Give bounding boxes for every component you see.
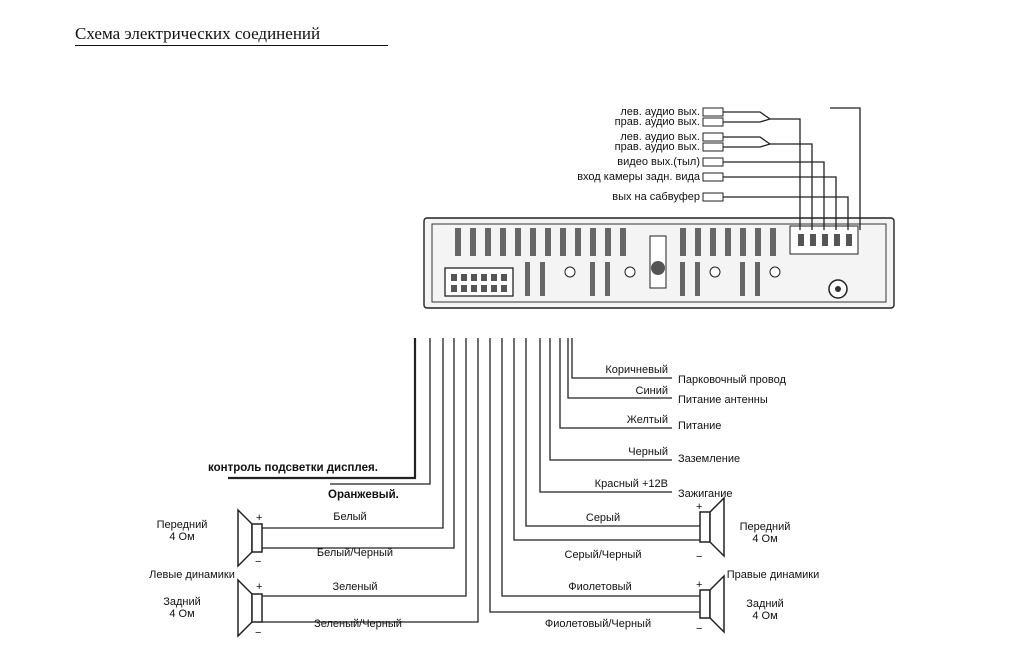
harness-wires bbox=[228, 338, 700, 623]
wire-label: Серый/Черный bbox=[565, 549, 642, 561]
rca-label: лев. аудио вых. bbox=[620, 131, 700, 143]
right-front-speaker-icon bbox=[699, 496, 725, 558]
screw-icon bbox=[624, 266, 636, 278]
left-rear-impedance: 4 Ом bbox=[169, 608, 194, 620]
right-rear-impedance: 4 Ом bbox=[752, 610, 777, 622]
rca-plug-icon bbox=[702, 172, 724, 182]
right-speakers: + − Передний 4 Ом Серый Серый/Черный Пра… bbox=[545, 496, 820, 635]
backlight-label: контроль подсветки дисплея. bbox=[208, 462, 378, 474]
rca-label: вход камеры задн. вида bbox=[577, 171, 701, 183]
rca-label: лев. аудио вых. bbox=[620, 106, 700, 118]
wire-label: Белый bbox=[333, 511, 366, 523]
power-wires: Коричневый Парковочный провод Синий Пита… bbox=[595, 364, 787, 500]
left-speakers: + − Передний 4 Ом Белый Белый/Черный Лев… bbox=[149, 508, 402, 639]
heat-sink bbox=[455, 228, 776, 296]
left-front-impedance: 4 Ом bbox=[169, 531, 194, 543]
wire-function-label: Парковочный провод bbox=[678, 374, 786, 386]
wire-label: Зеленый bbox=[332, 581, 377, 593]
rca-label: прав. аудио вых. bbox=[615, 141, 700, 153]
wire-label: Зеленый/Черный bbox=[314, 618, 402, 630]
rca-plug-icon bbox=[702, 117, 724, 127]
right-rear-speaker-icon bbox=[699, 574, 725, 634]
rca-plug-icon bbox=[702, 157, 724, 167]
rca-plug-icon bbox=[702, 192, 724, 202]
rca-plug-icon bbox=[702, 107, 724, 117]
wire-color-label: Синий bbox=[636, 385, 668, 397]
polarity-plus: + bbox=[696, 501, 702, 513]
right-speakers-group-label: Правые динамики bbox=[727, 569, 820, 581]
screw-icon bbox=[709, 266, 721, 278]
polarity-minus: − bbox=[255, 627, 261, 639]
screw-icon bbox=[769, 266, 781, 278]
wire-function-label: Питание bbox=[678, 420, 721, 432]
wire-color-label: Желтый bbox=[627, 414, 668, 426]
wire-function-label: Питание антенны bbox=[678, 394, 768, 406]
polarity-plus: + bbox=[256, 512, 262, 524]
wire-label: Фиолетовый bbox=[568, 581, 631, 593]
left-front-name: Передний bbox=[157, 519, 208, 531]
rca-label: видео вых.(тыл) bbox=[617, 156, 700, 168]
polarity-minus: − bbox=[255, 556, 261, 568]
left-rear-speaker-icon bbox=[237, 578, 263, 638]
backlight-wire-label: Оранжевый. bbox=[328, 489, 399, 501]
polarity-minus: − bbox=[696, 551, 702, 563]
wire-color-label: Красный +12В bbox=[595, 478, 668, 490]
left-rear-name: Задний bbox=[163, 596, 201, 608]
polarity-plus: + bbox=[696, 579, 702, 591]
left-front-speaker-icon bbox=[237, 508, 263, 568]
right-front-impedance: 4 Ом bbox=[752, 533, 777, 545]
rca-plug-icon bbox=[702, 132, 724, 142]
polarity-plus: + bbox=[256, 581, 262, 593]
rca-socket-block bbox=[789, 225, 859, 255]
right-front-name: Передний bbox=[740, 521, 791, 533]
rca-label: вых на сабвуфер bbox=[612, 191, 700, 203]
left-speakers-group-label: Левые динамики bbox=[149, 569, 235, 581]
wire-function-label: Зажигание bbox=[678, 488, 733, 500]
wire-label: Белый/Черный bbox=[317, 547, 393, 559]
right-rear-name: Задний bbox=[746, 598, 784, 610]
page-title: Схема электрических соединений bbox=[75, 24, 389, 46]
wire-color-label: Коричневый bbox=[605, 364, 668, 376]
screw-icon bbox=[564, 266, 576, 278]
rca-label: прав. аудио вых. bbox=[615, 116, 700, 128]
wire-color-label: Черный bbox=[628, 446, 668, 458]
wire-function-label: Заземление bbox=[678, 453, 740, 465]
iso-connector bbox=[444, 267, 514, 297]
rca-outputs: лев. аудио вых. прав. аудио вых. лев. ау… bbox=[577, 106, 861, 230]
polarity-minus: − bbox=[696, 623, 702, 635]
wire-label: Фиолетовый/Черный bbox=[545, 618, 651, 630]
center-mount bbox=[649, 235, 667, 289]
wire-label: Серый bbox=[586, 512, 620, 524]
rca-plug-icon bbox=[702, 142, 724, 152]
head-unit bbox=[423, 217, 895, 309]
